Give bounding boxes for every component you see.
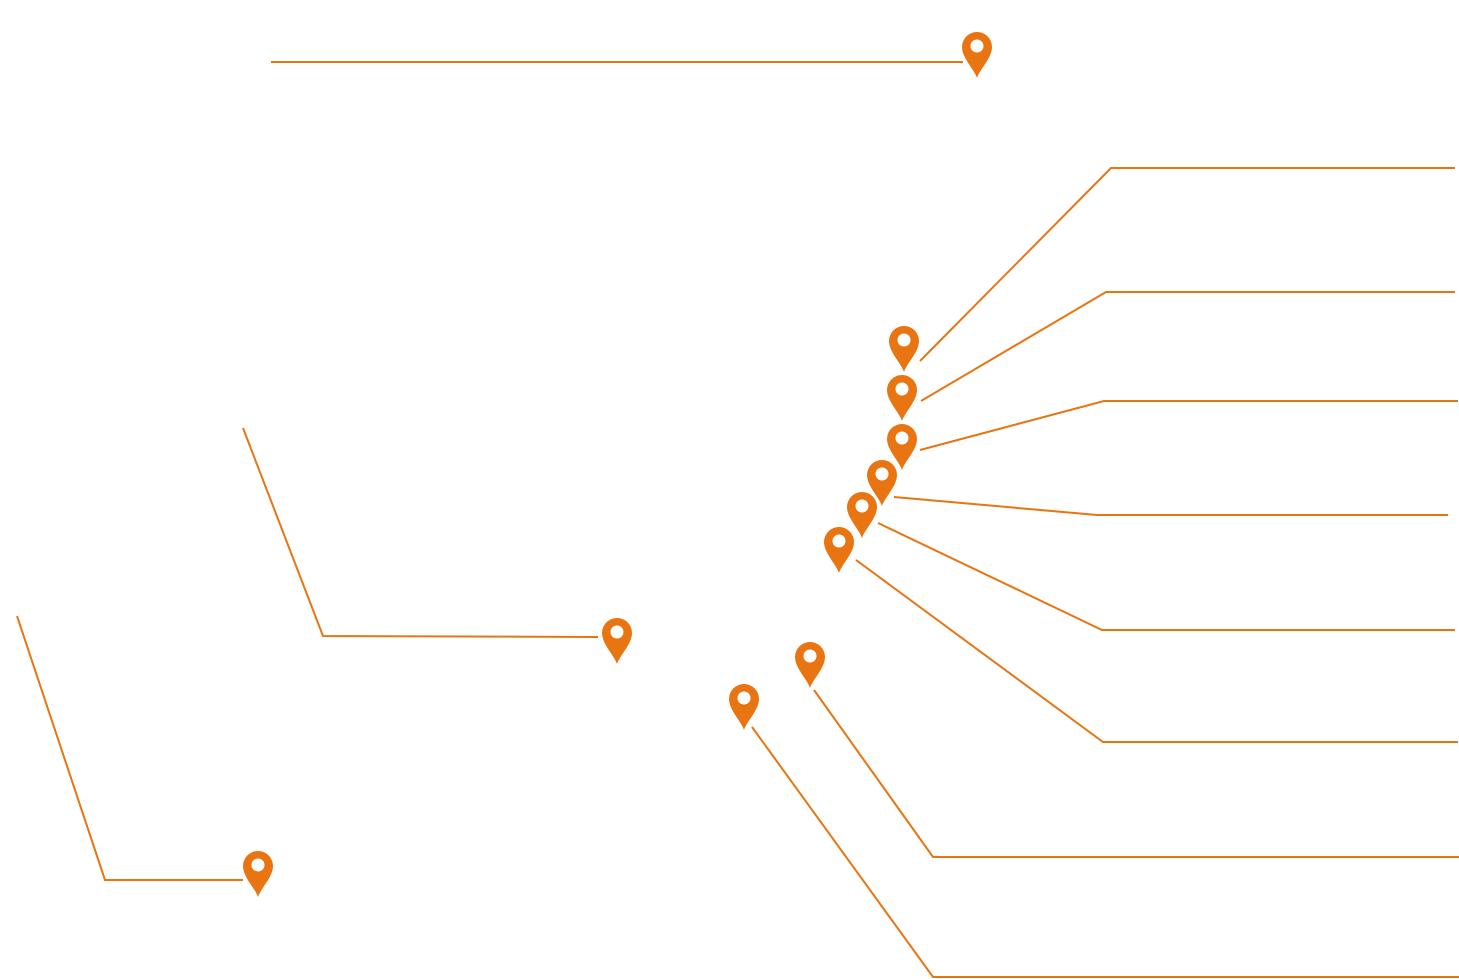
map-marker-icon	[887, 424, 917, 470]
map-marker-icon	[962, 32, 992, 78]
leader-lines	[16, 61, 1459, 978]
map-marker-icon	[889, 326, 919, 372]
pin-center-dot	[737, 691, 751, 705]
location-pin-9[interactable]	[729, 684, 759, 730]
map-marker-icon	[795, 642, 825, 688]
leader-line	[919, 167, 1455, 362]
map-marker-icon	[243, 851, 273, 897]
pin-center-dot	[895, 382, 909, 396]
location-pin-4[interactable]	[887, 424, 917, 470]
leader-line	[919, 400, 1458, 451]
pin-center-dot	[855, 499, 869, 513]
pin-center-dot	[832, 534, 846, 548]
location-pin-11[interactable]	[243, 851, 273, 897]
leader-line	[16, 615, 243, 881]
pin-center-dot	[875, 467, 889, 481]
location-pins	[243, 32, 992, 897]
location-pin-5[interactable]	[867, 460, 897, 506]
leader-line	[855, 559, 1458, 743]
pin-center-dot	[803, 649, 817, 663]
leader-line	[813, 689, 1459, 858]
map-marker-icon	[887, 375, 917, 421]
leader-line	[242, 427, 599, 638]
map-marker-icon	[824, 527, 854, 573]
pin-center-dot	[895, 431, 909, 445]
map-marker-icon	[847, 492, 877, 538]
location-pin-1[interactable]	[962, 32, 992, 78]
location-pin-7[interactable]	[824, 527, 854, 573]
location-pin-6[interactable]	[847, 492, 877, 538]
location-pin-3[interactable]	[887, 375, 917, 421]
map-marker-icon	[867, 460, 897, 506]
leader-line	[877, 522, 1455, 631]
pin-center-dot	[251, 858, 265, 872]
leader-line	[920, 291, 1455, 402]
location-pin-10[interactable]	[602, 618, 632, 664]
location-pin-8[interactable]	[795, 642, 825, 688]
leader-line	[751, 726, 1459, 978]
pin-center-dot	[610, 625, 624, 639]
map-marker-icon	[602, 618, 632, 664]
pin-center-dot	[897, 333, 911, 347]
leader-line	[893, 496, 1448, 516]
pin-center-dot	[970, 39, 984, 53]
location-pin-2[interactable]	[889, 326, 919, 372]
map-marker-icon	[729, 684, 759, 730]
